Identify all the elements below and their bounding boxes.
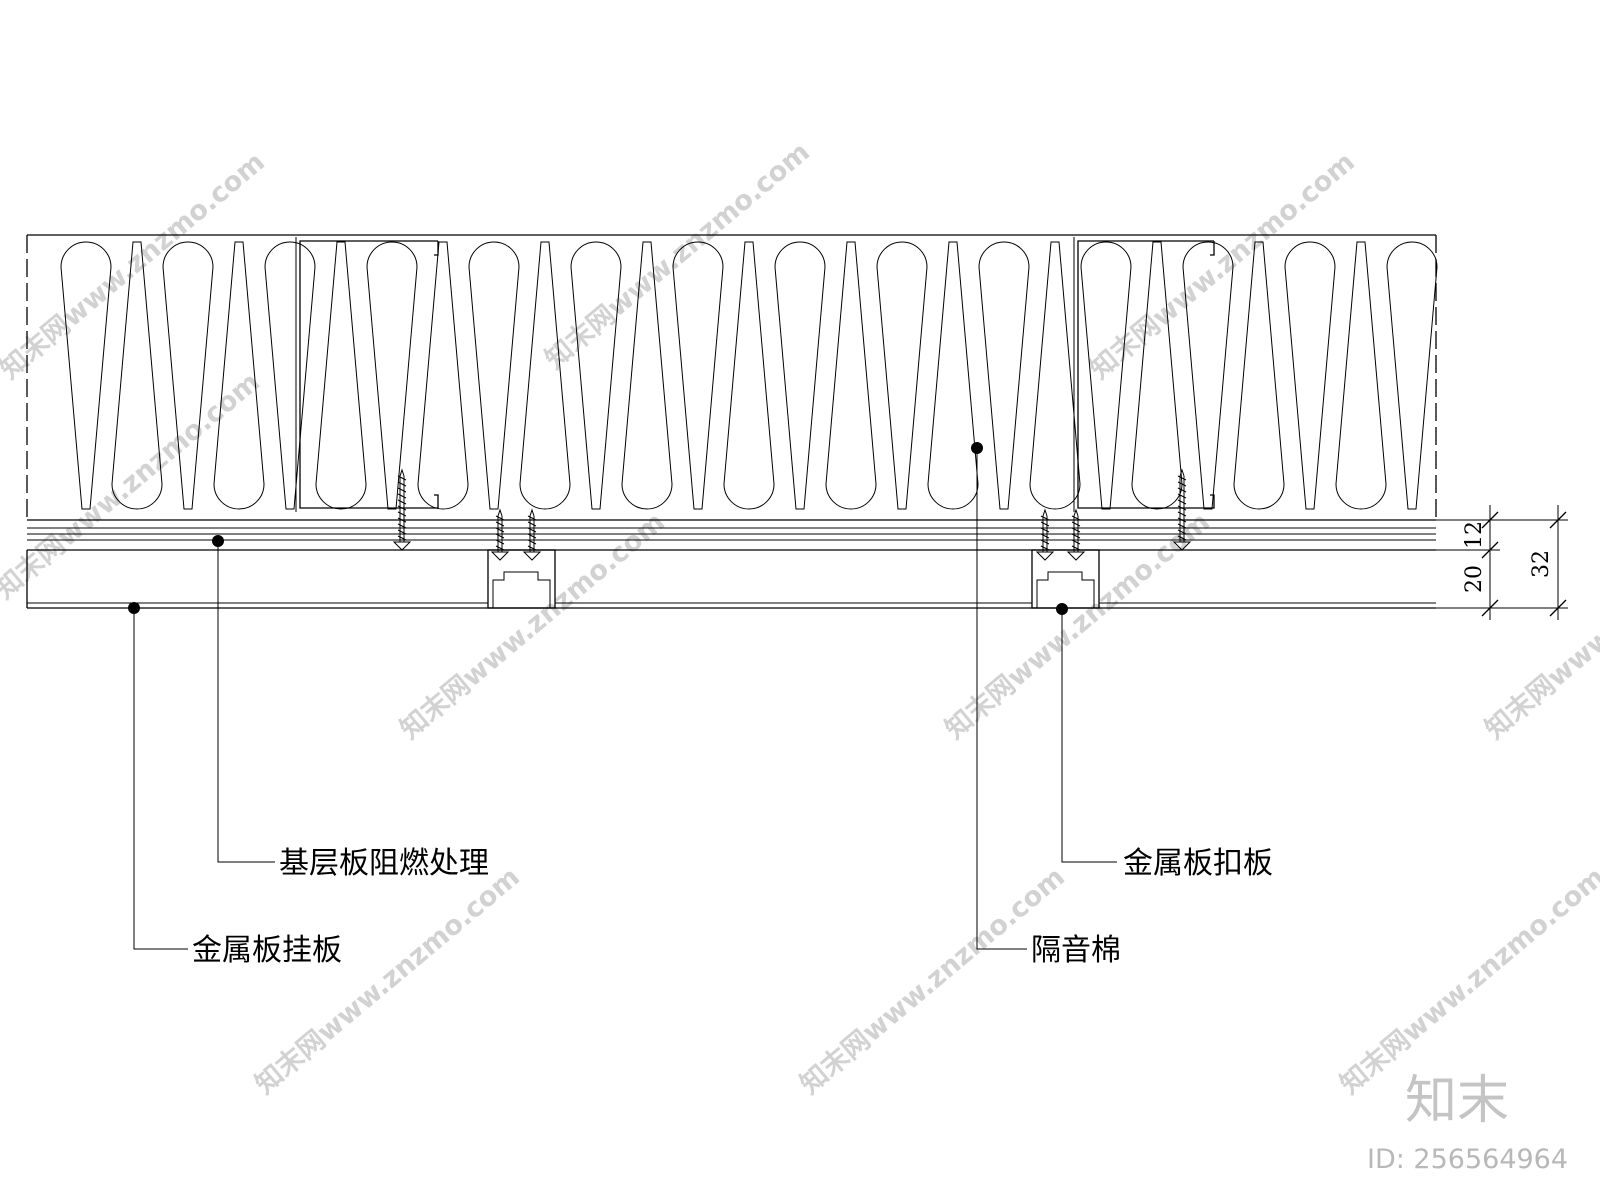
label-sound-insulation: 隔音棉 bbox=[1031, 933, 1121, 968]
leaders bbox=[128, 442, 1117, 950]
studs bbox=[295, 237, 1215, 512]
cotton-loop bbox=[468, 241, 520, 510]
cotton-loop bbox=[978, 241, 1030, 510]
cotton-loop bbox=[60, 241, 112, 510]
screw bbox=[490, 508, 510, 561]
screw bbox=[392, 468, 412, 551]
cotton-loop bbox=[927, 241, 979, 510]
dimension-group: 12 20 32 bbox=[1436, 505, 1568, 620]
stud-right bbox=[1077, 240, 1215, 509]
sound-insulation-cotton bbox=[60, 241, 1438, 510]
cotton-loop bbox=[570, 241, 622, 510]
screw bbox=[1066, 508, 1086, 561]
cotton-loop bbox=[1131, 241, 1183, 510]
brand-logo: 知末 bbox=[1405, 1071, 1509, 1131]
stud-left bbox=[299, 240, 439, 509]
cotton-loop bbox=[366, 241, 418, 510]
clip-left bbox=[487, 549, 556, 609]
cotton-loop bbox=[264, 241, 316, 510]
watermark-text: 知末网www.znzmo.com bbox=[0, 367, 266, 606]
cotton-loop bbox=[213, 241, 265, 510]
screw bbox=[1172, 468, 1192, 551]
screw bbox=[1035, 508, 1055, 561]
cotton-loop bbox=[315, 241, 367, 510]
watermark-text: 知末网www.znzmo.com bbox=[0, 147, 271, 386]
label-hanging-panel: 金属板挂板 bbox=[192, 933, 342, 968]
watermark-text: 知末网www.znzmo.com bbox=[1085, 147, 1361, 386]
cotton-loop bbox=[876, 241, 928, 510]
screws bbox=[392, 468, 1192, 561]
dimension-total: 32 bbox=[1529, 550, 1554, 578]
label-base-board: 基层板阻燃处理 bbox=[279, 846, 489, 881]
cotton-loop bbox=[672, 241, 724, 510]
cotton-loop bbox=[1335, 241, 1387, 510]
metal-hanging-panel bbox=[26, 550, 1436, 609]
cotton-loop bbox=[1386, 241, 1438, 510]
dimension-board: 12 bbox=[1462, 521, 1487, 549]
cotton-loop bbox=[1080, 241, 1132, 510]
cotton-loop bbox=[723, 241, 775, 510]
cotton-loop bbox=[774, 241, 826, 510]
watermark-text: 知末网www.znzmo.com bbox=[795, 862, 1071, 1101]
cotton-loop bbox=[825, 241, 877, 510]
base-board bbox=[27, 519, 1436, 551]
insulation-frame bbox=[26, 234, 1437, 520]
dimension-panel: 20 bbox=[1462, 565, 1487, 593]
cotton-loop bbox=[1284, 241, 1336, 510]
cotton-loop bbox=[519, 241, 571, 510]
watermark-text: 知末网www.znzmo.com bbox=[1335, 862, 1600, 1101]
label-cover-plate: 金属板扣板 bbox=[1123, 846, 1273, 881]
watermark-text: 知末网www.znzmo.com bbox=[540, 137, 816, 376]
image-id-text: ID: 256564964 bbox=[1367, 1144, 1568, 1175]
cotton-loop bbox=[1233, 241, 1285, 510]
cotton-loop bbox=[417, 241, 469, 510]
cotton-loop bbox=[111, 241, 163, 510]
screw bbox=[522, 508, 542, 561]
cotton-loop bbox=[621, 241, 673, 510]
cotton-loop bbox=[162, 241, 214, 510]
cotton-loop bbox=[1029, 241, 1081, 510]
watermark-text: 知末网www.znzmo.com bbox=[250, 862, 526, 1101]
